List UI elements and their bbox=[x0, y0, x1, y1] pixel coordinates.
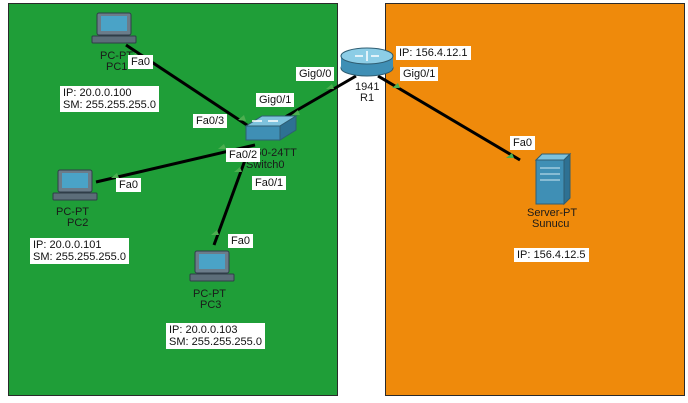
port-indicator bbox=[218, 144, 226, 149]
pc1-icon[interactable] bbox=[91, 12, 137, 44]
router-port-gig01: Gig0/1 bbox=[400, 67, 439, 81]
switch-port-fa01: Fa0/1 bbox=[252, 176, 287, 190]
pc3-info: IP: 20.0.0.103 SM: 255.255.255.0 bbox=[166, 323, 265, 349]
pc1-type-label: PC-PT bbox=[100, 50, 133, 62]
port-indicator bbox=[292, 110, 300, 115]
server-port-label: Fa0 bbox=[510, 136, 535, 150]
router-icon[interactable] bbox=[340, 47, 394, 77]
server-ip: IP: 156.4.12.5 bbox=[514, 248, 589, 262]
pc3-port-label: Fa0 bbox=[228, 234, 253, 248]
pc2-name-label: PC2 bbox=[67, 217, 89, 229]
switch-icon[interactable] bbox=[244, 115, 298, 141]
port-indicator bbox=[111, 173, 119, 178]
port-indicator bbox=[238, 115, 246, 121]
pc2-icon[interactable] bbox=[52, 169, 98, 201]
pc3-ip: IP: 20.0.0.103 bbox=[169, 324, 238, 336]
router-port-gig00: Gig0/0 bbox=[296, 67, 335, 81]
router-name-label: R1 bbox=[360, 92, 375, 104]
switch-model-label: 2960-24TT bbox=[243, 147, 297, 159]
pc3-sm: SM: 255.255.255.0 bbox=[169, 336, 262, 348]
server-icon[interactable] bbox=[534, 152, 572, 206]
switch-port-fa02: Fa0/2 bbox=[226, 148, 261, 162]
server-name-label: Sunucu bbox=[532, 218, 570, 230]
port-indicator bbox=[392, 83, 400, 88]
pc2-port-label: Fa0 bbox=[116, 178, 141, 192]
switch-port-fa03: Fa0/3 bbox=[193, 114, 228, 128]
pc1-port-label: Fa0 bbox=[128, 55, 153, 69]
pc1-info: IP: 20.0.0.100 SM: 255.255.255.0 bbox=[60, 86, 159, 112]
port-indicator bbox=[326, 84, 334, 89]
router-ip: IP: 156.4.12.1 bbox=[396, 46, 471, 60]
pc2-type-label: PC-PT bbox=[56, 206, 89, 218]
port-indicator bbox=[211, 230, 219, 235]
link-switch-router[interactable] bbox=[279, 74, 357, 122]
switch-port-gig01: Gig0/1 bbox=[256, 93, 295, 107]
link-pc3-switch[interactable] bbox=[212, 151, 250, 246]
pc2-ip: IP: 20.0.0.101 bbox=[33, 239, 102, 251]
link-router-server[interactable] bbox=[377, 74, 521, 162]
pc1-name-label: PC1 bbox=[106, 61, 128, 73]
switch-name-label: Switch0 bbox=[246, 159, 285, 171]
port-indicator bbox=[234, 167, 242, 172]
pc3-type-label: PC-PT bbox=[193, 288, 226, 300]
port-indicator bbox=[506, 153, 514, 158]
pc1-ip: IP: 20.0.0.100 bbox=[63, 87, 132, 99]
pc3-name-label: PC3 bbox=[200, 299, 222, 311]
server-type-label: Server-PT bbox=[527, 207, 578, 219]
pc2-sm: SM: 255.255.255.0 bbox=[33, 251, 126, 263]
router-model-label: 1941 bbox=[355, 81, 380, 93]
pc3-icon[interactable] bbox=[189, 250, 235, 282]
pc1-sm: SM: 255.255.255.0 bbox=[63, 99, 156, 111]
pc2-info: IP: 20.0.0.101 SM: 255.255.255.0 bbox=[30, 238, 129, 264]
